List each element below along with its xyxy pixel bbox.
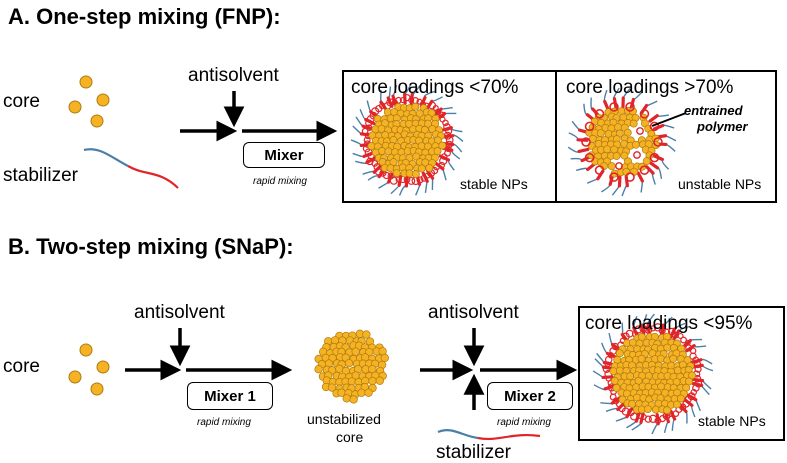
mixer-box-a: Mixer <box>243 142 325 168</box>
panel-heading-left-a: core loadings <70% <box>351 77 519 98</box>
antisolvent-label-b1: antisolvent <box>134 302 225 323</box>
flow-arrows-b <box>125 328 578 410</box>
stabilizer-polymer-b <box>437 429 541 440</box>
rapid-mixing-label-a: rapid mixing <box>253 176 307 187</box>
rapid-mixing-label-b1: rapid mixing <box>197 417 251 428</box>
panel-heading-b: core loadings <95% <box>585 313 753 334</box>
section-b-title: B. Two-step mixing (SNaP): <box>8 234 294 259</box>
unstabilized-core-particle <box>314 329 389 404</box>
unstabilized-label-line1: unstabilized <box>307 411 381 427</box>
mixer-1-box: Mixer 1 <box>187 382 273 410</box>
mixer-2-box: Mixer 2 <box>487 382 573 410</box>
entrained-polymer-pointer <box>651 112 687 127</box>
flow-arrows-a <box>180 91 338 142</box>
panel-heading-right-a: core loadings >70% <box>566 77 734 98</box>
nanoparticle-stable-b <box>592 313 714 435</box>
nanoparticle-stable-a <box>350 83 464 196</box>
unstabilized-label-line2: core <box>336 429 364 445</box>
core-particles-a <box>68 75 110 128</box>
section-a-title: A. One-step mixing (FNP): <box>8 4 281 29</box>
rapid-mixing-label-b2: rapid mixing <box>497 417 551 428</box>
panel-caption-b: stable NPs <box>698 413 766 429</box>
nanoparticle-unstable-a <box>567 87 677 197</box>
panel-caption-right-a: unstable NPs <box>678 176 762 192</box>
stabilizer-label-a: stabilizer <box>3 165 78 186</box>
annotation-polymer: polymer <box>697 119 748 134</box>
stabilizer-label-b: stabilizer <box>436 442 511 463</box>
antisolvent-label-a: antisolvent <box>188 65 279 86</box>
annotation-entrained: entrained <box>684 103 743 118</box>
core-label-a: core <box>3 91 40 112</box>
panel-caption-left-a: stable NPs <box>460 176 528 192</box>
antisolvent-label-b2: antisolvent <box>428 302 519 323</box>
core-label-b: core <box>3 356 40 377</box>
stabilizer-polymer-a <box>83 148 179 189</box>
core-particles-b <box>68 343 110 396</box>
